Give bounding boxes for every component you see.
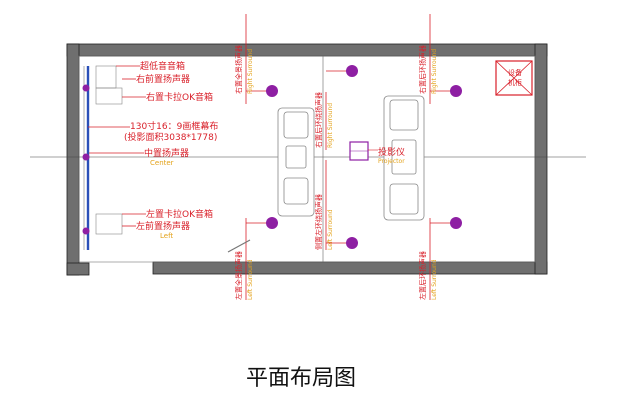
right-surround-dot-1: [266, 85, 278, 97]
right-surround-3-label-en: Right Surround: [431, 49, 438, 94]
front-right-speaker-dot: [82, 84, 90, 92]
wall-right: [534, 43, 548, 275]
karaoke-right-label: 右置卡拉OK音箱: [146, 91, 213, 103]
front-left-label-en: Left: [160, 232, 173, 240]
left-surround-2-label-en: Left Surround: [327, 209, 334, 250]
left-surround-1-label-en: Left Surround: [247, 259, 254, 300]
left-surround-3-label: 左置后环扬声器: [418, 251, 427, 300]
right-surround-1-label-en: Right Surround: [247, 49, 254, 94]
projector-label-en: Projector: [378, 158, 405, 165]
right-surround-dot-3: [450, 85, 462, 97]
wall-top: [66, 43, 548, 57]
equipment-cabinet-label-1: 设备: [508, 68, 522, 77]
left-surround-2-label: 侧置左环绕扬声器: [314, 194, 323, 250]
front-left-box: [95, 213, 123, 235]
left-surround-dot-3: [450, 217, 462, 229]
left-surround-dot-2: [346, 237, 358, 249]
right-surround-1-label: 右置全景扬声器: [234, 45, 243, 94]
sofa-front: [277, 107, 315, 217]
right-surround-3-label: 右置后环扬声器: [418, 45, 427, 94]
door-swing-line: [227, 239, 251, 253]
room-walls: [66, 43, 548, 276]
equipment-cabinet-label-2: 机柜: [508, 78, 522, 87]
subwoofer-box: [95, 65, 117, 89]
left-surround-3-label-en: Left Surround: [431, 259, 438, 300]
wall-inner-outline: [78, 55, 536, 263]
right-surround-2-label-en: Right Surround: [327, 103, 334, 148]
center-speaker-dot: [82, 153, 90, 161]
sofa-rear: [383, 95, 425, 221]
karaoke-left-label: 左置卡拉OK音箱: [146, 208, 213, 220]
equipment-cabinet: [495, 60, 533, 96]
screen-label-2: (投影面积3038*1778): [124, 131, 217, 143]
screen-label-1: 130寸16：9画框幕布: [130, 120, 218, 132]
center-label-en: Center: [150, 159, 174, 167]
subwoofer-label: 超低音音箱: [140, 60, 185, 72]
wall-left: [66, 43, 80, 276]
front-left-speaker-dot: [82, 227, 90, 235]
projector-label: 投影仪: [378, 146, 405, 158]
diagram-title: 平面布局图: [246, 366, 356, 391]
right-surround-2-label: 右置后环绕扬声器: [314, 92, 323, 148]
right-surround-dot-2: [346, 65, 358, 77]
projector: [349, 141, 369, 161]
center-label: 中置扬声器: [144, 147, 189, 159]
left-surround-dot-1: [266, 217, 278, 229]
left-surround-1-label: 左置全景扬声器: [234, 251, 243, 300]
wall-bottom-left: [66, 262, 90, 276]
wall-bottom: [152, 261, 548, 275]
front-right-label: 右前置扬声器: [136, 73, 190, 85]
front-left-label: 左前置扬声器: [136, 220, 190, 232]
front-right-box: [95, 87, 123, 105]
